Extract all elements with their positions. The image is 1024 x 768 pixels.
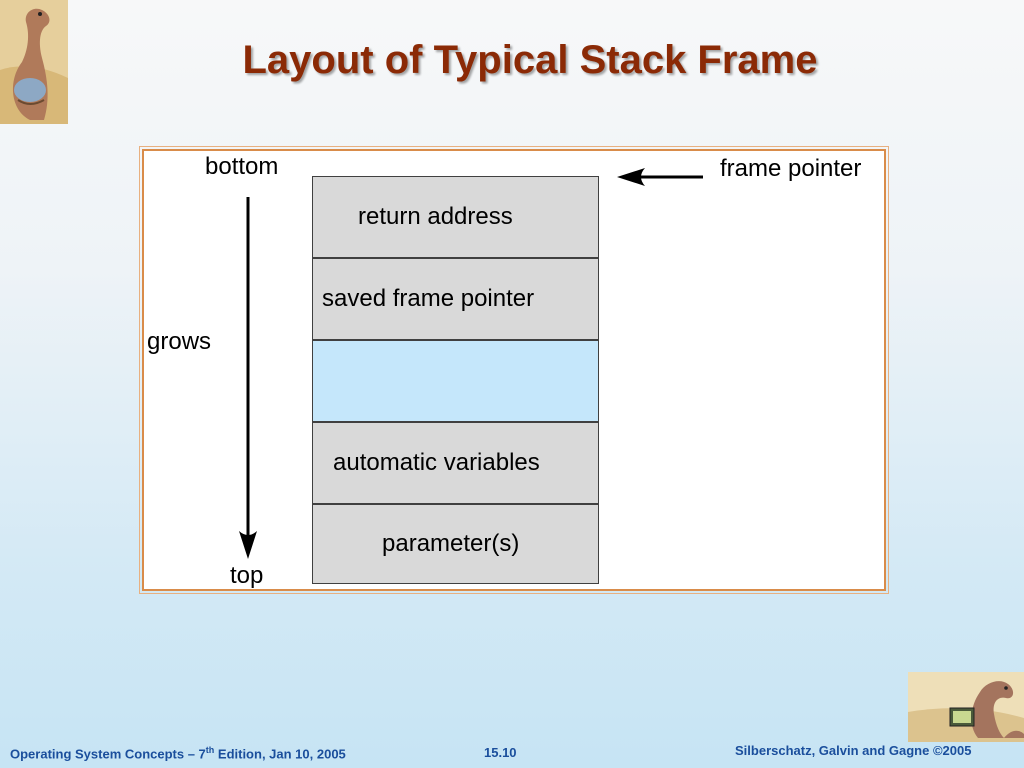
stack-cell-label: automatic variables [333, 449, 540, 476]
footer-book-title: Operating System Concepts – 7th Edition,… [10, 745, 346, 762]
footer-authors: Silberschatz, Galvin and Gagne ©2005 [735, 743, 972, 758]
stack-cell-label: return address [358, 203, 513, 230]
grows-label: grows [147, 328, 212, 355]
top-label: top [230, 562, 264, 589]
slide-title: Layout of Typical Stack Frame [242, 38, 818, 82]
stack-cell-label: saved frame pointer [322, 285, 535, 312]
stack-cell-return-address: return address [312, 176, 599, 258]
frame-pointer-label: frame pointer [720, 155, 862, 182]
stack-cell-saved-frame-pointer: saved frame pointer [312, 258, 599, 340]
stack-cell-parameters: parameter(s) [312, 504, 599, 584]
stack-cell-label: parameter(s) [382, 530, 520, 557]
grows-arrow [239, 197, 257, 559]
stack-cell-automatic-variables: automatic variables [312, 422, 599, 504]
stack-cell-empty [312, 340, 599, 422]
dinosaur-logo-top [0, 0, 68, 124]
bottom-label: bottom [205, 153, 279, 180]
footer-page-number: 15.10 [484, 745, 517, 760]
dinosaur-logo-bottom [908, 672, 1024, 742]
frame-pointer-arrow [617, 168, 703, 186]
stack-frame-diagram: bottom frame pointer grows top return ad… [139, 146, 889, 594]
